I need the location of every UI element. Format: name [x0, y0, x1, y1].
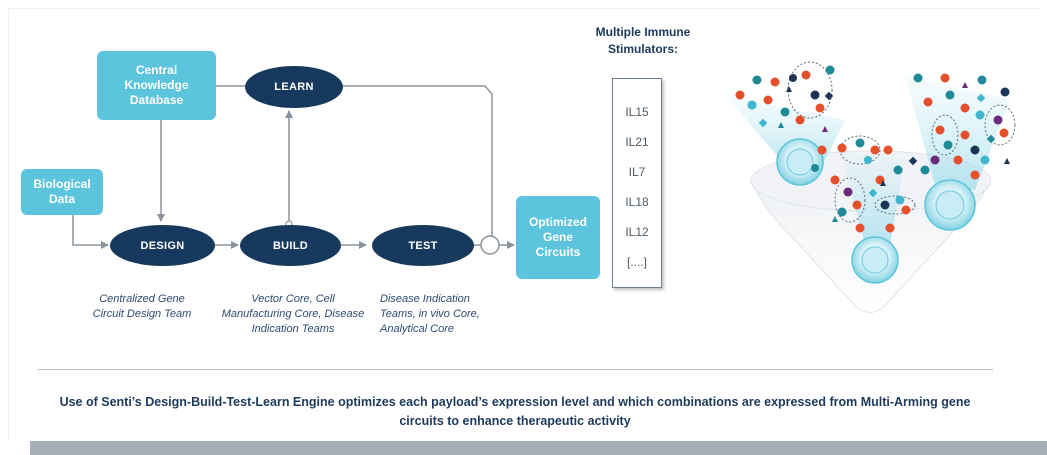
stage-label: DESIGN — [140, 239, 185, 252]
beam-center — [840, 150, 905, 245]
stimulator-item: [....] — [626, 255, 647, 269]
cluster-ring — [984, 104, 1016, 146]
frame-border-left — [8, 8, 9, 440]
box-central-knowledge-database: Central Knowledge Database — [97, 51, 216, 120]
arrow-biodata-to-design — [72, 215, 109, 249]
stage-design: DESIGN — [110, 225, 215, 266]
summary-text: Use of Senti’s Design-Build-Test-Learn E… — [59, 395, 971, 428]
stage-build: BUILD — [240, 225, 341, 266]
divider — [38, 369, 993, 370]
stimulator-item: IL21 — [625, 135, 649, 149]
stimulator-item: IL18 — [625, 195, 649, 209]
bottom-bar — [30, 441, 1047, 455]
box-label: Central Knowledge Database — [124, 63, 189, 107]
caption-design: Centralized Gene Circuit Design Team — [92, 293, 192, 320]
stimulators-list: IL15 IL21 IL7 IL18 IL12 [....] — [612, 78, 662, 288]
stage-label: TEST — [408, 239, 438, 252]
cytokine-dots — [735, 65, 1010, 233]
cluster-ring — [931, 114, 959, 156]
cluster-ring — [874, 195, 916, 215]
frame-border-top — [8, 8, 1040, 9]
stage-label: LEARN — [274, 81, 314, 93]
stage-learn: LEARN — [245, 66, 343, 108]
line-learn-loop — [343, 85, 493, 245]
immune-cell-3 — [851, 236, 899, 284]
caption-build: Vector Core, Cell Manufacturing Core, Di… — [221, 293, 365, 335]
stimulators-title: Multiple Immune Stimulators: — [595, 25, 691, 56]
caption-test: Disease Indication Teams, in vivo Core, … — [380, 293, 480, 335]
funnel-illustration — [725, 61, 1016, 313]
stimulator-item: IL7 — [628, 165, 646, 179]
immune-cell-2 — [924, 179, 976, 231]
cluster-ring — [787, 61, 833, 119]
box-optimized-gene-circuits: Optimized Gene Circuits — [516, 196, 600, 279]
box-label: Optimized Gene Circuits — [528, 215, 587, 259]
box-biological-data: Biological Data — [21, 169, 103, 215]
cluster-ring — [834, 177, 866, 223]
stimulator-item: IL15 — [625, 105, 649, 119]
box-label: Biological Data — [33, 177, 91, 206]
merge-node — [480, 235, 500, 255]
immune-cell-1 — [776, 138, 824, 186]
stage-label: BUILD — [272, 239, 309, 252]
stimulator-item: IL12 — [625, 225, 649, 239]
stage-test: TEST — [372, 225, 474, 266]
